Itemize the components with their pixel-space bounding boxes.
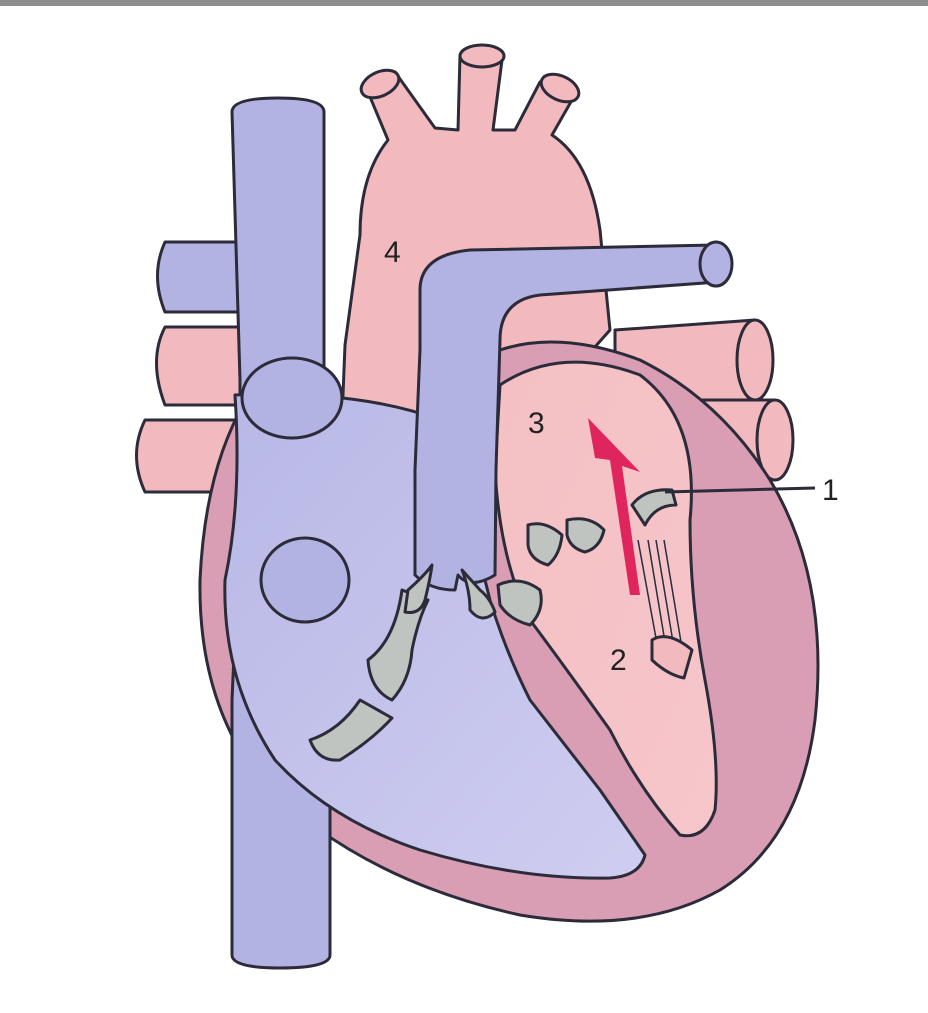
label-1: 1 bbox=[822, 474, 839, 507]
label-3: 3 bbox=[528, 407, 545, 440]
label-2: 2 bbox=[610, 644, 627, 677]
label-4: 4 bbox=[384, 236, 401, 269]
fossa-ovalis bbox=[261, 538, 349, 622]
right-atrium-ring bbox=[242, 358, 342, 438]
